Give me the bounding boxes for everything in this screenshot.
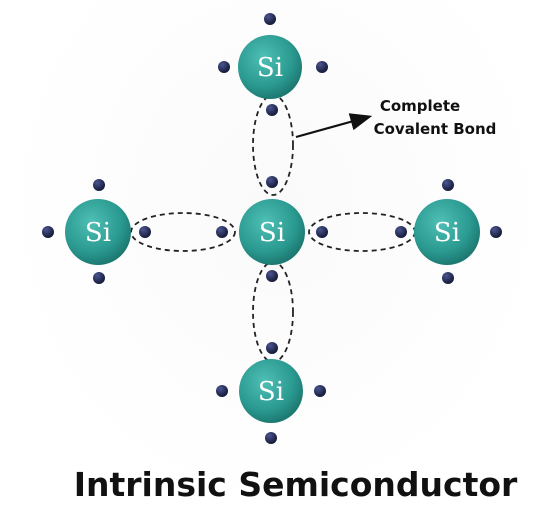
atom-label: Si [257, 53, 283, 83]
atom-bottom: Si [239, 359, 303, 423]
atom-center: Si [239, 199, 305, 265]
electron [266, 176, 278, 188]
electrons [42, 13, 502, 444]
electron [316, 61, 328, 73]
atom-right: Si [414, 199, 480, 265]
annotation-line2: Covalent Bond [374, 120, 497, 138]
atom-label: Si [434, 218, 460, 248]
electron [264, 13, 276, 25]
electron [42, 226, 54, 238]
electron [265, 432, 277, 444]
electron [216, 385, 228, 397]
atom-label: Si [258, 377, 284, 407]
annotation-arrow [295, 113, 373, 139]
electron [218, 61, 230, 73]
electron [266, 342, 278, 354]
electron [216, 226, 228, 238]
electron [139, 226, 151, 238]
atom-label: Si [85, 218, 111, 248]
atom-top: Si [238, 35, 302, 99]
electron [316, 226, 328, 238]
atom-label: Si [259, 218, 285, 248]
atom-left: Si [65, 199, 131, 265]
electron [266, 270, 278, 282]
electron [93, 179, 105, 191]
annotation-line1: Complete [380, 97, 460, 115]
electron [93, 272, 105, 284]
page-title: Intrinsic Semiconductor [73, 465, 518, 504]
electron [395, 226, 407, 238]
electron [266, 104, 278, 116]
electron [442, 179, 454, 191]
electron [442, 272, 454, 284]
electron [314, 385, 326, 397]
electron [490, 226, 502, 238]
